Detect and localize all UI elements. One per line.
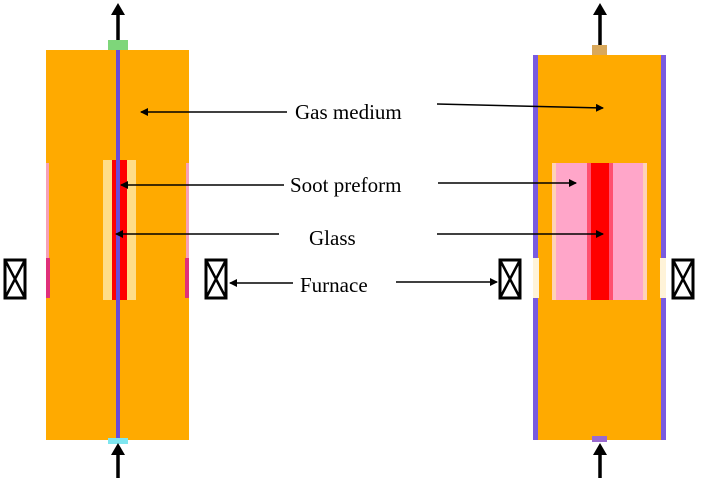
right-furnace-gap-right: [660, 258, 666, 298]
right-wall-right: [661, 55, 666, 440]
left-center-rod: [116, 40, 120, 444]
left-preform: [46, 40, 189, 444]
left-furnace-band-left: [46, 258, 50, 298]
right-soot-soft-edge-right: [643, 163, 647, 300]
right-wall-left: [533, 55, 538, 440]
flow-arrows: [111, 3, 607, 478]
leader-arrows: [115, 103, 604, 287]
furnace-coil-icon: [204, 258, 228, 300]
left-bottom-tip: [108, 438, 128, 444]
furnace-coil-icon: [3, 258, 27, 300]
label-gas-medium: Gas medium: [295, 100, 402, 124]
right-top-tip: [592, 45, 607, 55]
left-top-tip: [108, 40, 128, 50]
furnace-coil-icon: [498, 258, 522, 300]
right-preform: [533, 45, 666, 442]
left-edge-tint-left: [46, 163, 49, 298]
left-furnace-band-right: [185, 258, 189, 298]
label-furnace: Furnace: [300, 273, 368, 297]
right-soot-soft-edge-left: [552, 163, 556, 300]
furnace-coils: [3, 258, 695, 300]
left-edge-tint-right: [186, 163, 189, 298]
right-furnace-gap-left: [533, 258, 539, 298]
right-glass-core: [591, 163, 609, 300]
furnace-coil-icon: [671, 258, 695, 300]
right-glass-core-glow-left: [587, 163, 591, 300]
label-glass: Glass: [309, 226, 356, 250]
gas-medium-leader-right: [436, 103, 604, 112]
label-soot-preform: Soot preform: [290, 173, 401, 197]
right-glass-core-glow-right: [609, 163, 613, 300]
right-bottom-tip: [592, 436, 607, 442]
